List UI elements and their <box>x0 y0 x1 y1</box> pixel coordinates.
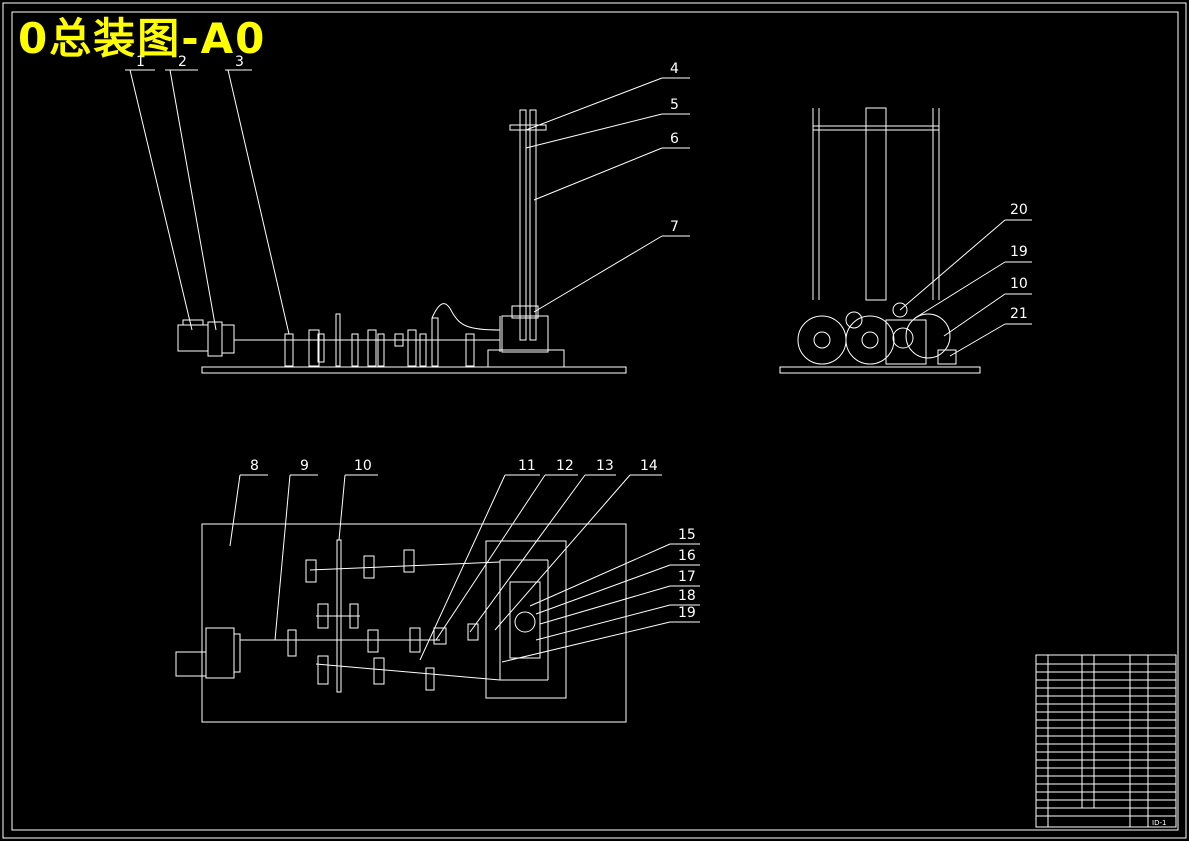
label-3: 3 <box>235 54 244 70</box>
top-view <box>175 523 627 723</box>
label-1: 1 <box>136 54 145 70</box>
drawing-number: ID-1 <box>1152 819 1166 827</box>
label-4: 4 <box>670 61 679 77</box>
label-20: 20 <box>1010 202 1028 218</box>
label-11: 11 <box>518 458 536 474</box>
label-9: 9 <box>300 458 309 474</box>
label-12: 12 <box>556 458 574 474</box>
label-10-side: 10 <box>1010 276 1028 292</box>
label-21: 21 <box>1010 306 1028 322</box>
label-5: 5 <box>670 97 679 113</box>
label-8: 8 <box>250 458 259 474</box>
title-block <box>1035 654 1177 828</box>
front-view <box>177 109 627 374</box>
label-14: 14 <box>640 458 658 474</box>
label-10: 10 <box>354 458 372 474</box>
label-15: 15 <box>678 527 696 543</box>
label-13: 13 <box>596 458 614 474</box>
label-7: 7 <box>670 219 679 235</box>
inner-frame <box>11 11 1179 831</box>
leader-lines <box>125 69 1032 663</box>
side-view <box>779 107 981 374</box>
label-18: 18 <box>678 588 696 604</box>
drawing-title: 0总装图-A0 <box>18 14 267 63</box>
label-6: 6 <box>670 131 679 147</box>
part-labels: 1 2 3 4 5 6 7 20 19 10 21 8 9 10 11 12 1… <box>136 54 1166 827</box>
label-19-side: 19 <box>1010 244 1028 260</box>
label-17: 17 <box>678 569 696 585</box>
label-19: 19 <box>678 605 696 621</box>
label-16: 16 <box>678 548 696 564</box>
label-2: 2 <box>178 54 187 70</box>
